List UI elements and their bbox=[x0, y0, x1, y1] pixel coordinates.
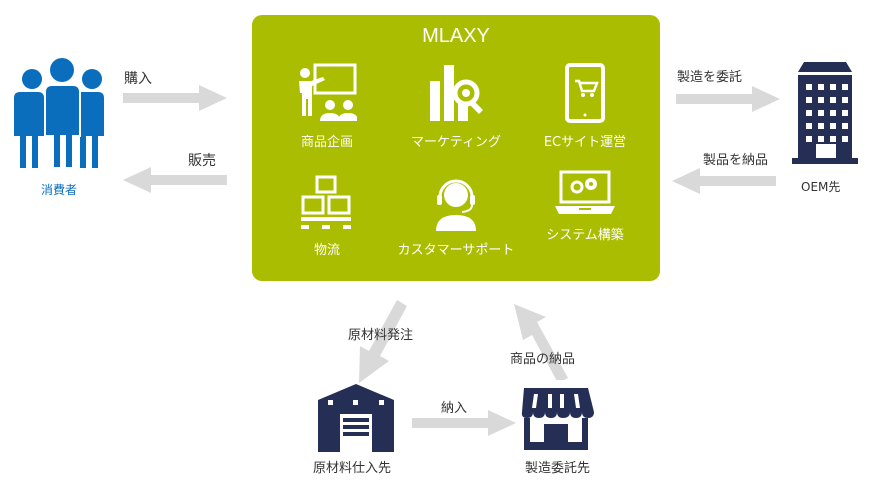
outsource-label: 製造を委託 bbox=[677, 70, 743, 85]
oem-label: OEM先 bbox=[801, 180, 841, 194]
service-logistics: 物流 bbox=[262, 175, 392, 258]
headset-operator-icon bbox=[436, 179, 476, 231]
delivery-in-label: 納入 bbox=[441, 401, 468, 416]
service-label: 物流 bbox=[313, 243, 340, 258]
service-label: カスタマーサポート bbox=[397, 243, 515, 258]
presentation-icon bbox=[299, 63, 357, 121]
sales-arrow bbox=[123, 167, 227, 193]
purchase-label: 購入 bbox=[124, 71, 152, 87]
panel-title: MLAXY bbox=[422, 25, 490, 47]
service-label: システム構築 bbox=[546, 228, 624, 243]
store-icon bbox=[521, 388, 594, 450]
manufacturer-label: 製造委託先 bbox=[525, 461, 591, 476]
consumers-icon bbox=[14, 58, 104, 168]
service-marketing: マーケティング bbox=[391, 63, 521, 150]
tablet-cart-icon bbox=[565, 63, 605, 123]
sales-label: 販売 bbox=[188, 153, 216, 169]
service-ec-operation: ECサイト運営 bbox=[520, 63, 650, 150]
service-product-planning: 商品企画 bbox=[262, 63, 392, 150]
outsource-arrow bbox=[676, 86, 780, 112]
oem-deliver-arrow bbox=[672, 168, 776, 194]
raw-material-order-label: 原材料発注 bbox=[348, 328, 414, 343]
mlaxy-services-panel: MLAXY 商品企画 マーケティング ECサイト運営 物流 カスタマーサポート bbox=[252, 15, 660, 281]
service-label: 商品企画 bbox=[300, 135, 353, 150]
purchase-arrow bbox=[123, 85, 227, 111]
service-system-build: システム構築 bbox=[520, 170, 650, 243]
delivery-in-arrow bbox=[412, 410, 516, 436]
laptop-gears-icon bbox=[555, 170, 615, 214]
raw-material-order-arrow bbox=[359, 300, 407, 383]
boxes-pallet-icon bbox=[301, 175, 351, 229]
supplier-label: 原材料仕入先 bbox=[313, 461, 392, 476]
building-icon bbox=[792, 62, 858, 164]
warehouse-icon bbox=[318, 384, 394, 452]
service-label: マーケティング bbox=[411, 135, 501, 150]
product-delivery-label: 商品の納品 bbox=[510, 352, 576, 367]
consumer-label: 消費者 bbox=[41, 183, 78, 197]
product-delivery-arrow bbox=[514, 304, 568, 380]
oem-deliver-label: 製品を納品 bbox=[703, 153, 769, 168]
chart-search-icon bbox=[430, 65, 483, 121]
service-customer-support: カスタマーサポート bbox=[391, 175, 521, 258]
service-label: ECサイト運営 bbox=[543, 135, 627, 150]
